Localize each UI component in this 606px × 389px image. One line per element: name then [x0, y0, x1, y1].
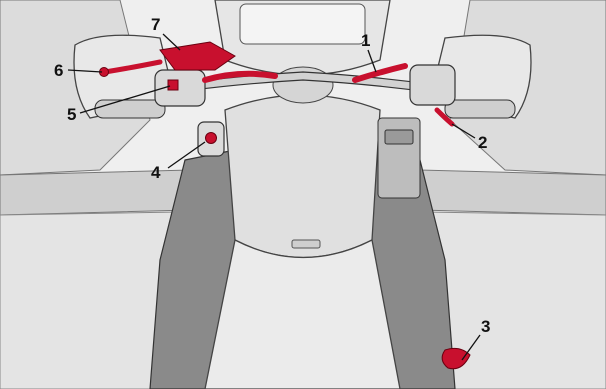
fuel-tank — [225, 95, 380, 258]
left-step — [0, 170, 190, 215]
ignition-key-highlight — [206, 133, 217, 144]
right-grip — [445, 100, 515, 118]
callout-3: 3 — [481, 317, 490, 336]
right-throttle-housing — [410, 65, 455, 105]
tank-latch — [292, 240, 320, 248]
callout-4: 4 — [151, 163, 161, 182]
display-screen — [240, 4, 365, 44]
callout-7: 7 — [151, 15, 160, 34]
callout-1: 1 — [361, 31, 370, 50]
switch-button-highlight — [168, 80, 178, 90]
seat — [205, 240, 400, 389]
right-step — [420, 170, 606, 215]
left-grip — [95, 100, 165, 118]
callout-5: 5 — [67, 105, 76, 124]
callout-6: 6 — [54, 61, 63, 80]
console-switch — [385, 130, 413, 144]
callout-2: 2 — [478, 133, 487, 152]
